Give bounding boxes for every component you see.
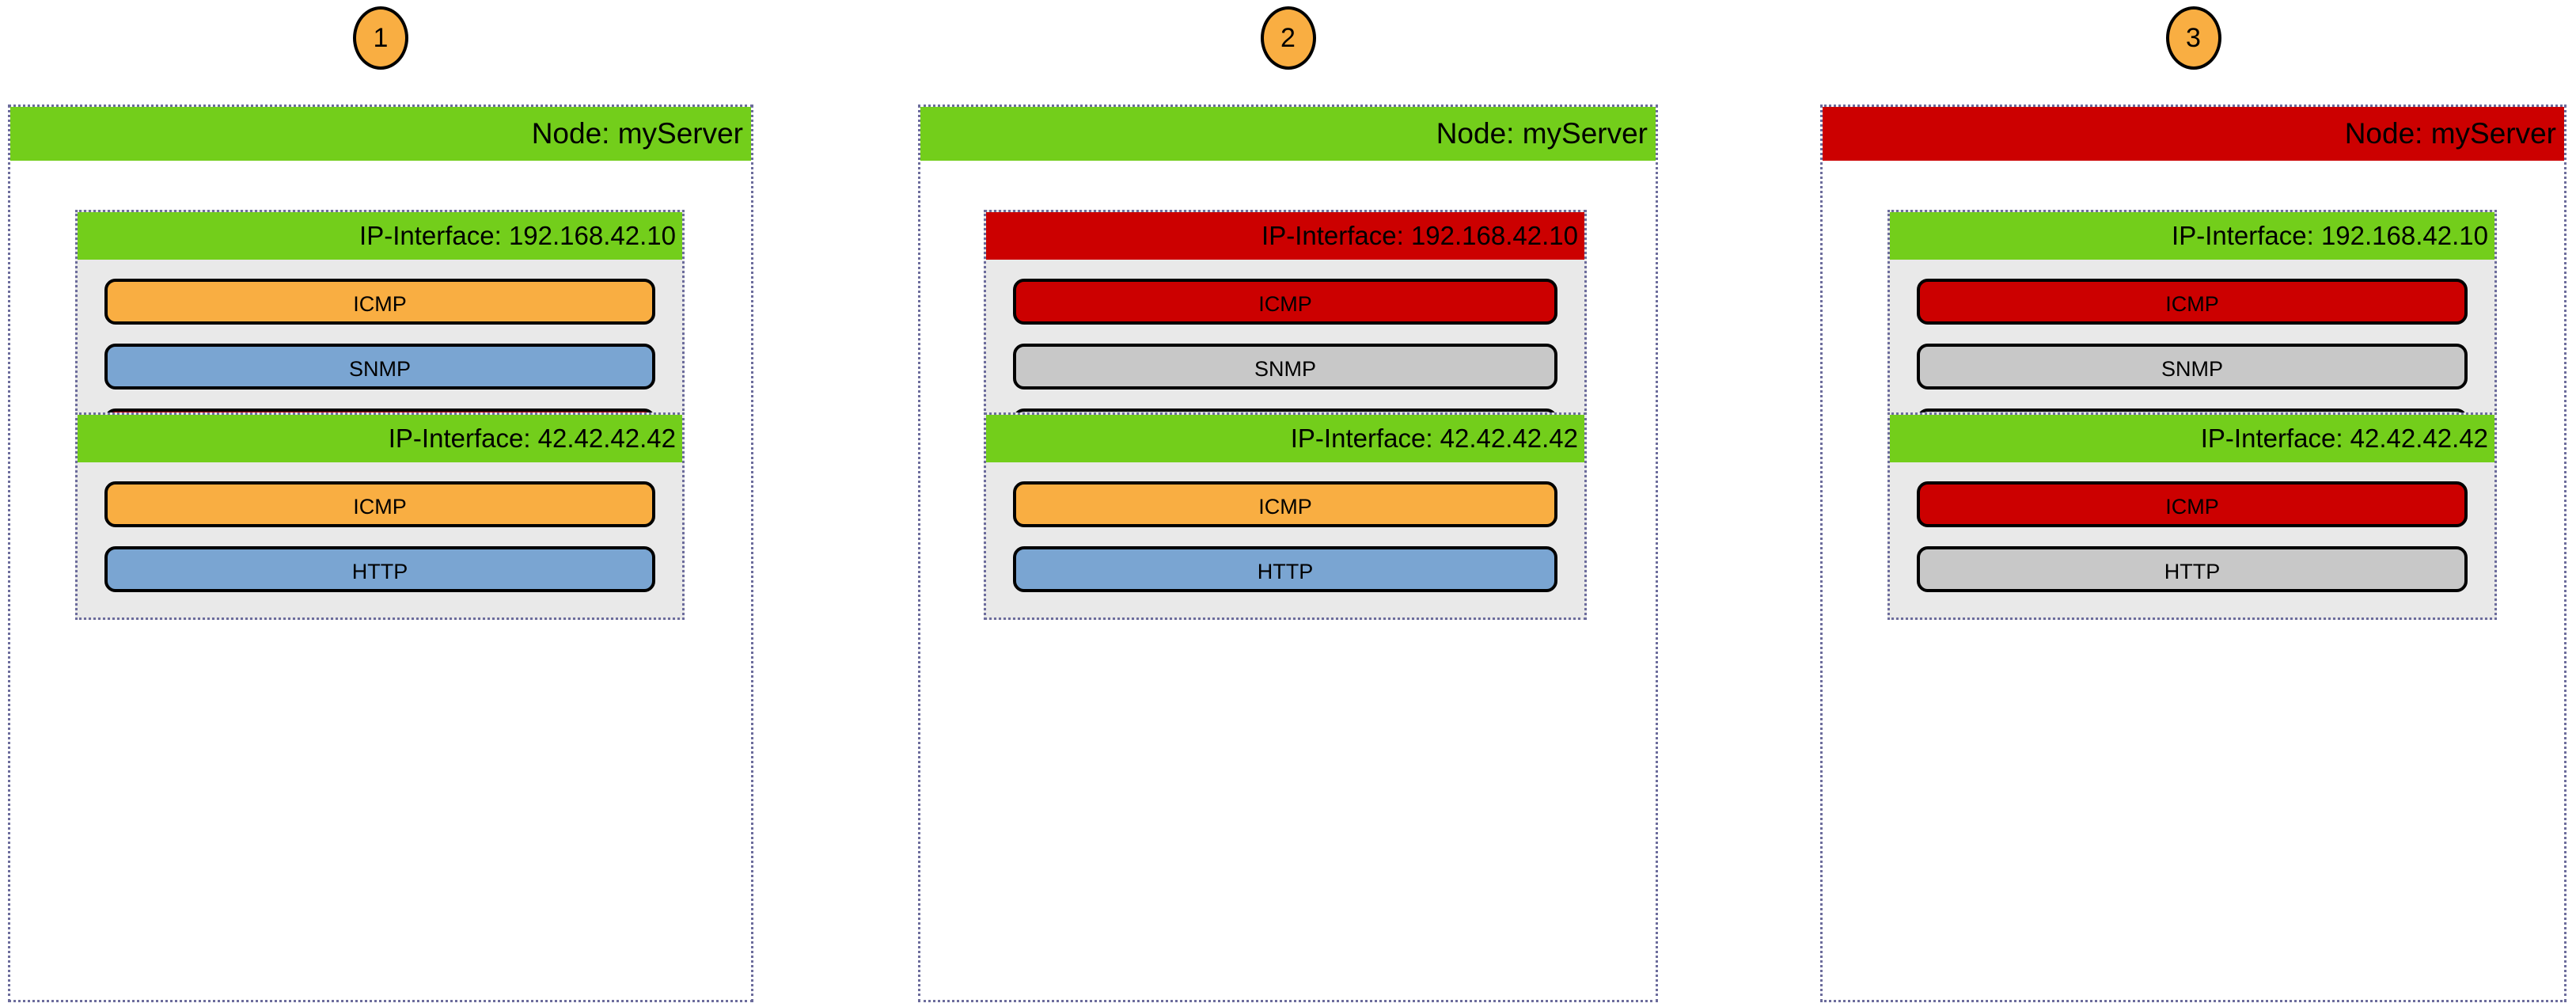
ip-interface-1-2: IP-Interface: 42.42.42.42 ICMP HTTP: [75, 412, 685, 620]
node-container-2: Node: myServer IP-Interface: 192.168.42.…: [918, 104, 1658, 1002]
node-container-3: Node: myServer IP-Interface: 192.168.42.…: [1820, 104, 2567, 1002]
service-item-snmp: SNMP: [1917, 344, 2468, 390]
service-list-1-2: ICMP HTTP: [78, 462, 682, 618]
ip-interface-header-3-1: IP-Interface: 192.168.42.10: [1890, 212, 2494, 260]
panel-step-3: 3 Node: myServer IP-Interface: 192.168.4…: [1820, 0, 2567, 1007]
ip-interface-header-2-2: IP-Interface: 42.42.42.42: [986, 415, 1584, 462]
service-item-icmp: ICMP: [104, 279, 655, 325]
service-item-icmp: ICMP: [1917, 279, 2468, 325]
node-header-3: Node: myServer: [1823, 107, 2564, 161]
service-item-http: HTTP: [1013, 546, 1557, 592]
ip-interface-header-3-2: IP-Interface: 42.42.42.42: [1890, 415, 2494, 462]
service-item-icmp: ICMP: [104, 481, 655, 527]
service-list-2-2: ICMP HTTP: [986, 462, 1584, 618]
ip-interface-header-1-1: IP-Interface: 192.168.42.10: [78, 212, 682, 260]
step-badge-1: 1: [353, 6, 408, 70]
step-badge-3: 3: [2165, 6, 2221, 70]
node-container-1: Node: myServer IP-Interface: 192.168.42.…: [8, 104, 753, 1002]
step-badge-2: 2: [1260, 6, 1316, 70]
node-header-2: Node: myServer: [920, 107, 1656, 161]
service-item-icmp: ICMP: [1917, 481, 2468, 527]
ip-interface-header-2-1: IP-Interface: 192.168.42.10: [986, 212, 1584, 260]
service-list-3-2: ICMP HTTP: [1890, 462, 2494, 618]
service-item-icmp: ICMP: [1013, 481, 1557, 527]
node-header-1: Node: myServer: [10, 107, 751, 161]
service-item-http: HTTP: [1917, 546, 2468, 592]
ip-interface-2-2: IP-Interface: 42.42.42.42 ICMP HTTP: [984, 412, 1587, 620]
ip-interface-3-2: IP-Interface: 42.42.42.42 ICMP HTTP: [1887, 412, 2497, 620]
service-item-snmp: SNMP: [1013, 344, 1557, 390]
panel-step-2: 2 Node: myServer IP-Interface: 192.168.4…: [918, 0, 1658, 1007]
ip-interface-header-1-2: IP-Interface: 42.42.42.42: [78, 415, 682, 462]
service-item-icmp: ICMP: [1013, 279, 1557, 325]
panel-step-1: 1 Node: myServer IP-Interface: 192.168.4…: [8, 0, 753, 1007]
service-item-snmp: SNMP: [104, 344, 655, 390]
service-item-http: HTTP: [104, 546, 655, 592]
